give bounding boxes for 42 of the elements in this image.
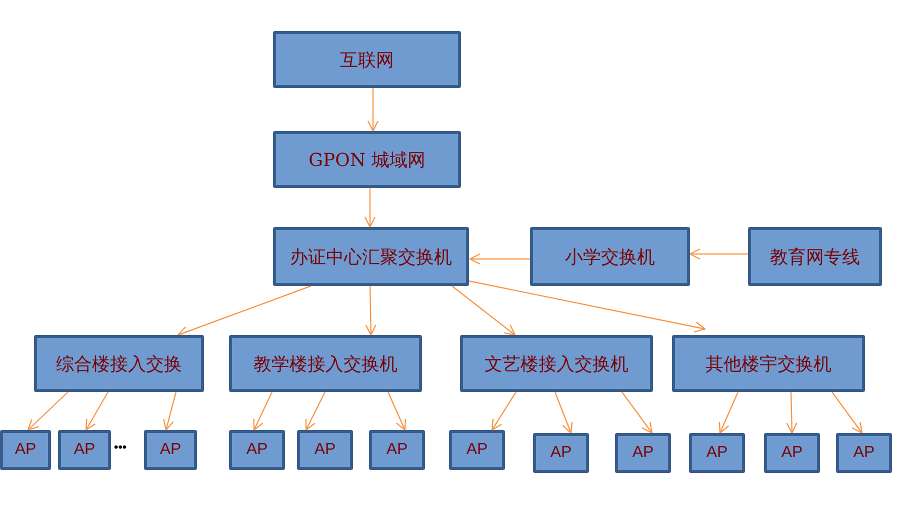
switch-box: 办证中心汇聚交换机 [273, 227, 469, 286]
arrow [554, 392, 573, 434]
arrow [305, 392, 326, 431]
arrow [622, 392, 653, 434]
access-point-box: AP [297, 430, 353, 470]
switch-box: 互联网 [273, 31, 461, 88]
switch-box: 文艺楼接入交换机 [460, 335, 653, 392]
switch-box: 其他楼宇交换机 [672, 335, 865, 392]
arrow [387, 392, 406, 431]
access-point-box: AP [369, 430, 425, 470]
arrow [718, 392, 739, 434]
arrow [469, 253, 530, 265]
access-point-box: AP [0, 430, 51, 470]
arrow [491, 392, 516, 431]
access-point-box: AP [836, 433, 892, 473]
arrow [367, 88, 379, 132]
access-point-box: AP [144, 430, 197, 470]
switch-box: GPON 城域网 [273, 131, 461, 188]
arrow [85, 392, 109, 431]
ellipsis-text: ••• [114, 440, 127, 454]
arrow [468, 280, 706, 332]
arrow [253, 392, 273, 431]
access-point-box: AP [533, 433, 589, 473]
arrow [177, 285, 312, 337]
arrow [832, 392, 863, 434]
access-point-box: AP [615, 433, 671, 473]
arrow [452, 286, 516, 336]
switch-box: 小学交换机 [530, 227, 690, 286]
switch-box: 教育网专线 [748, 227, 882, 286]
access-point-box: AP [449, 430, 505, 470]
access-point-box: AP [689, 433, 745, 473]
access-point-box: AP [58, 430, 111, 470]
arrow [27, 392, 68, 431]
access-point-box: AP [229, 430, 285, 470]
arrow [689, 248, 748, 260]
arrow [163, 392, 177, 431]
arrow [365, 286, 376, 336]
switch-box: 综合楼接入交换 [34, 335, 204, 392]
access-point-box: AP [764, 433, 820, 473]
arrow [364, 188, 376, 228]
switch-box: 教学楼接入交换机 [229, 335, 422, 392]
arrow [786, 392, 798, 434]
